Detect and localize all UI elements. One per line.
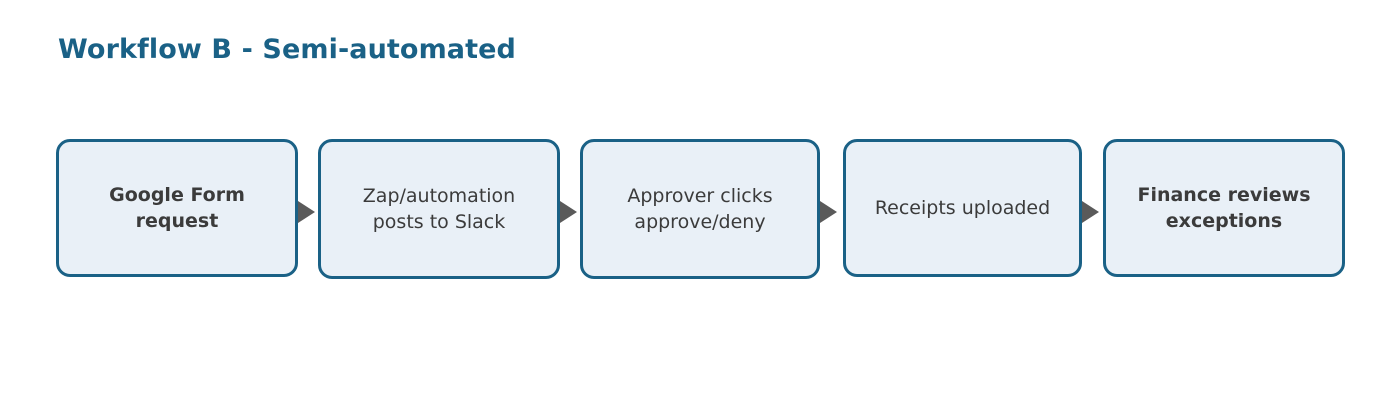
workflow-node-receipts-uploaded[interactable]: Receipts uploaded [843,139,1082,277]
workflow-node-label: Approver clicks approve/deny [627,185,773,233]
workflow-node-approver-clicks-approve-deny[interactable]: Approver clicks approve/deny [580,139,820,279]
workflow-flow-row: Google Form request Zap/automation posts… [0,139,1400,281]
workflow-node-google-form-request[interactable]: Google Form request [56,139,298,277]
arrow-node2-to-node3-icon [560,201,577,223]
arrow-node4-to-node5-icon [1082,201,1099,223]
workflow-node-label: Google Form request [109,184,245,232]
arrow-node1-to-node2-icon [298,201,315,223]
workflow-node-label: Receipts uploaded [874,197,1051,219]
workflow-node-label: Finance reviews exceptions [1137,184,1311,232]
arrow-node3-to-node4-icon [820,201,837,223]
workflow-node-zap-automation-posts-to-slack[interactable]: Zap/automation posts to Slack [318,139,560,279]
workflow-node-finance-reviews-exceptions[interactable]: Finance reviews exceptions [1103,139,1345,277]
workflow-node-label: Zap/automation posts to Slack [362,185,516,233]
diagram-title: Workflow B - Semi-automated [58,34,516,65]
